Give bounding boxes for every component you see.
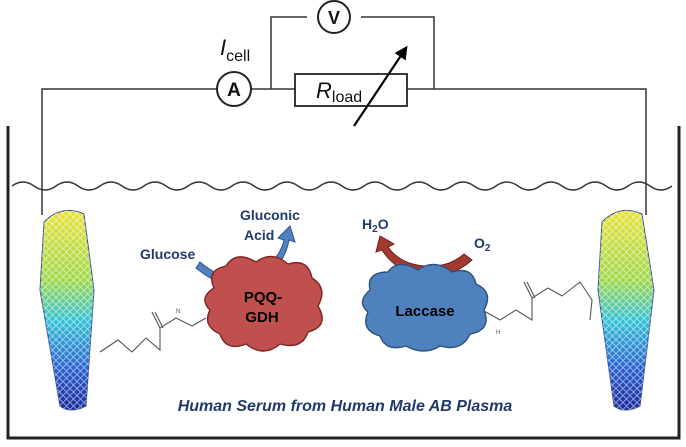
load-resistor: Rload: [294, 45, 408, 127]
load-symbol: R: [316, 78, 332, 103]
water-sub: 2: [372, 224, 378, 235]
variable-resistor-icon: [353, 45, 408, 127]
current-subscript: cell: [226, 48, 250, 65]
ammeter-circle: [216, 71, 252, 107]
load-subscript: load: [332, 89, 362, 106]
left-linker: N: [99, 309, 207, 353]
pqq-gdh-label-2: GDH: [245, 309, 278, 326]
oxygen-o: O: [474, 235, 485, 251]
voltmeter-label: V: [328, 8, 340, 28]
resistor-body: [294, 73, 408, 107]
laccase-enzyme: Laccase: [361, 263, 489, 352]
right-linker-atom: H: [496, 330, 500, 336]
current-label: Icell: [220, 35, 250, 65]
solution-surface: [11, 181, 673, 191]
ammeter-label: A: [227, 80, 241, 101]
left-linker-atom: N: [176, 309, 180, 315]
wire-voltmeter-right: [361, 16, 435, 89]
substrate-glucose: Glucose: [140, 246, 195, 262]
left-linker-chain: [99, 317, 207, 353]
voltmeter: V: [317, 0, 351, 34]
product-water: H2O: [362, 216, 389, 235]
left-lead-wire: [41, 88, 217, 215]
wire-voltmeter-left: [270, 16, 307, 89]
solution-label: Human Serum from Human Male AB Plasma: [178, 398, 513, 415]
product-acid: Acid: [244, 227, 274, 243]
left-electrode: [39, 209, 95, 411]
pqq-gdh-cloud: [204, 255, 323, 352]
cell-container: [6, 126, 681, 440]
water-o: O: [378, 216, 389, 232]
right-linker: H: [467, 281, 593, 336]
ammeter: A: [216, 71, 252, 107]
pqq-gdh-label-1: PQQ-: [244, 289, 282, 306]
product-gluconic: Gluconic: [240, 207, 300, 223]
substrate-oxygen: O2: [474, 235, 491, 254]
circuit: [41, 16, 647, 215]
voltmeter-circle: [317, 0, 351, 34]
load-label: Rload: [316, 78, 362, 106]
pqq-gdh-enzyme: PQQ- GDH: [204, 255, 323, 352]
oxygen-sub: 2: [485, 243, 491, 254]
right-lead-wire: [434, 88, 647, 215]
laccase-cloud: [361, 263, 489, 352]
right-electrode: [597, 209, 655, 411]
laccase-label: Laccase: [395, 303, 454, 320]
current-symbol: I: [220, 35, 226, 60]
container-walls: [6, 126, 681, 440]
water-h: H: [362, 216, 372, 232]
